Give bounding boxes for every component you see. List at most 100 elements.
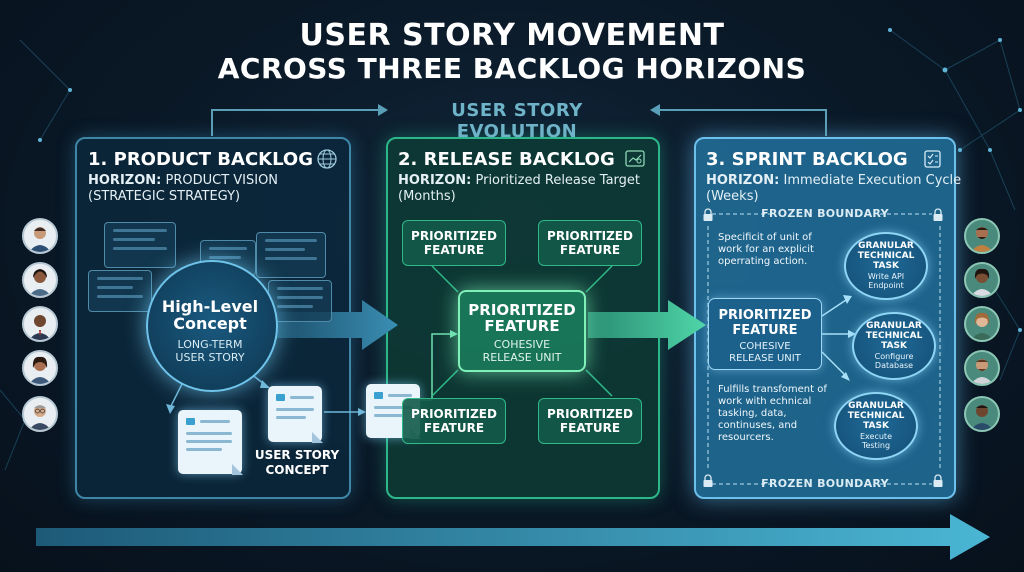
lock-icon: [703, 474, 713, 487]
task-line3: TASK: [881, 341, 907, 351]
sprint-feature-sub2: RELEASE UNIT: [729, 353, 801, 364]
avatar: [964, 218, 1000, 254]
fulfill-text-line: resourcers.: [718, 432, 774, 443]
concept-sub1: LONG-TERM: [177, 338, 243, 351]
fulfill-text-line: work with echnical: [718, 396, 812, 407]
feature-line1: PRIORITIZED: [411, 229, 497, 243]
sprint-feature-line2: FEATURE: [732, 323, 798, 338]
sprint-horizon-line2: (Weeks): [706, 189, 759, 204]
sprint-horizon-label: HORIZON:: [706, 173, 780, 188]
feature-line1: PRIORITIZED: [411, 407, 497, 421]
backlog-document: [104, 222, 176, 268]
frozen-boundary-bottom: FROZEN BOUNDARY: [761, 477, 889, 490]
avatar: [964, 306, 1000, 342]
product-horizon-line2: (STRATEGIC STRATEGY): [88, 189, 241, 204]
sprint-fulfill-text: Fulfills transfoment of work with echnic…: [718, 384, 827, 444]
frozen-boundary-top: FROZEN BOUNDARY: [761, 207, 889, 220]
lock-icon: [703, 208, 713, 221]
title-line-1: USER STORY MOVEMENT: [299, 18, 725, 53]
fulfill-text-line: continuses, and: [718, 420, 798, 431]
high-level-concept-subtitle: LONG-TERM USER STORY: [130, 338, 290, 364]
task-line3: TASK: [863, 421, 889, 431]
product-horizon: HORIZON: PRODUCT VISION (STRATEGIC STRAT…: [88, 173, 278, 205]
checklist-icon: [924, 150, 941, 168]
fulfill-text-line: tasking, data,: [718, 408, 787, 419]
globe-icon: [317, 149, 337, 169]
main-feature-sub1: COHESIVE: [493, 338, 551, 351]
task-sub2: Database: [874, 361, 914, 370]
avatar: [22, 350, 58, 386]
task-sub1: Write API: [867, 272, 905, 281]
task-line2: TECHNICAL: [865, 331, 923, 341]
backlog-document: [88, 270, 152, 312]
user-story-concept-label: USER STORY CONCEPT: [252, 448, 342, 478]
avatar: [22, 396, 58, 432]
lock-icon: [933, 474, 943, 487]
avatar: [22, 218, 58, 254]
dashboard-icon: [625, 150, 645, 167]
feature-line1: PRIORITIZED: [547, 407, 633, 421]
sprint-horizon: HORIZON: Immediate Execution Cycle (Week…: [706, 173, 961, 205]
user-story-evolution-label: USER STORY EVOLUTION: [451, 100, 583, 142]
task-line1: GRANULAR: [848, 401, 904, 411]
evolution-arrow-left: [211, 109, 378, 136]
product-horizon-label: HORIZON:: [88, 173, 162, 188]
evolution-arrow-right: [660, 109, 827, 136]
concept-sub2: USER STORY: [175, 351, 245, 364]
sprint-feature-sub1: COHESIVE: [739, 341, 791, 352]
story-concept-line1: USER STORY: [254, 448, 340, 462]
high-level-concept-title: High-Level Concept: [130, 298, 290, 332]
avatar: [964, 262, 1000, 298]
avatar: [964, 350, 1000, 386]
feature-line2: FEATURE: [559, 243, 621, 257]
lock-icon: [933, 208, 943, 221]
task-line2: TECHNICAL: [857, 251, 915, 261]
spec-text-line: Specificit of unit of: [718, 232, 812, 243]
task-line1: GRANULAR: [866, 321, 922, 331]
sprint-backlog-title: 3. SPRINT BACKLOG: [706, 149, 908, 170]
feature-line2: FEATURE: [559, 421, 621, 435]
release-backlog-title: 2. RELEASE BACKLOG: [398, 149, 615, 170]
main-feature-line1: PRIORITIZED: [468, 301, 576, 319]
main-feature-line2: FEATURE: [484, 317, 560, 335]
feature-line2: FEATURE: [423, 243, 485, 257]
concept-line1: High-Level: [161, 297, 259, 316]
sprint-spec-text: Specificit of unit of work for an explic…: [718, 232, 814, 268]
task-sub1: Execute: [860, 432, 892, 441]
release-horizon: HORIZON: Prioritized Release Target (Mon…: [398, 173, 640, 205]
feature-line2: FEATURE: [423, 421, 485, 435]
spec-text-line: work for an explicit: [718, 244, 814, 255]
avatar: [22, 306, 58, 342]
story-card: [268, 386, 323, 443]
product-horizon-line1: PRODUCT VISION: [165, 173, 279, 188]
task-line3: TASK: [873, 261, 899, 271]
task-sub2: Endpoint: [868, 281, 904, 290]
sprint-horizon-line1: Immediate Execution Cycle: [783, 173, 962, 188]
task-line1: GRANULAR: [858, 241, 914, 251]
story-concept-line2: CONCEPT: [265, 463, 329, 477]
task-sub2: Testing: [861, 441, 891, 450]
release-horizon-label: HORIZON:: [398, 173, 472, 188]
sprint-feature-line1: PRIORITIZED: [718, 308, 812, 323]
fulfill-text-line: Fulfills transfoment of: [718, 384, 827, 395]
main-feature-sub2: RELEASE UNIT: [482, 351, 562, 364]
flow-arrow-release-to-sprint: [588, 300, 706, 350]
avatar: [964, 396, 1000, 432]
avatar: [22, 262, 58, 298]
evolution-arrowhead-left: [378, 104, 388, 116]
release-horizon-line1: Prioritized Release Target: [475, 173, 641, 188]
task-line2: TECHNICAL: [847, 411, 905, 421]
feature-line1: PRIORITIZED: [547, 229, 633, 243]
concept-line2: Concept: [173, 314, 247, 333]
backlog-document: [256, 232, 326, 278]
product-backlog-title: 1. PRODUCT BACKLOG: [88, 149, 314, 170]
title-line-2: ACROSS THREE BACKLOG HORIZONS: [217, 52, 807, 85]
